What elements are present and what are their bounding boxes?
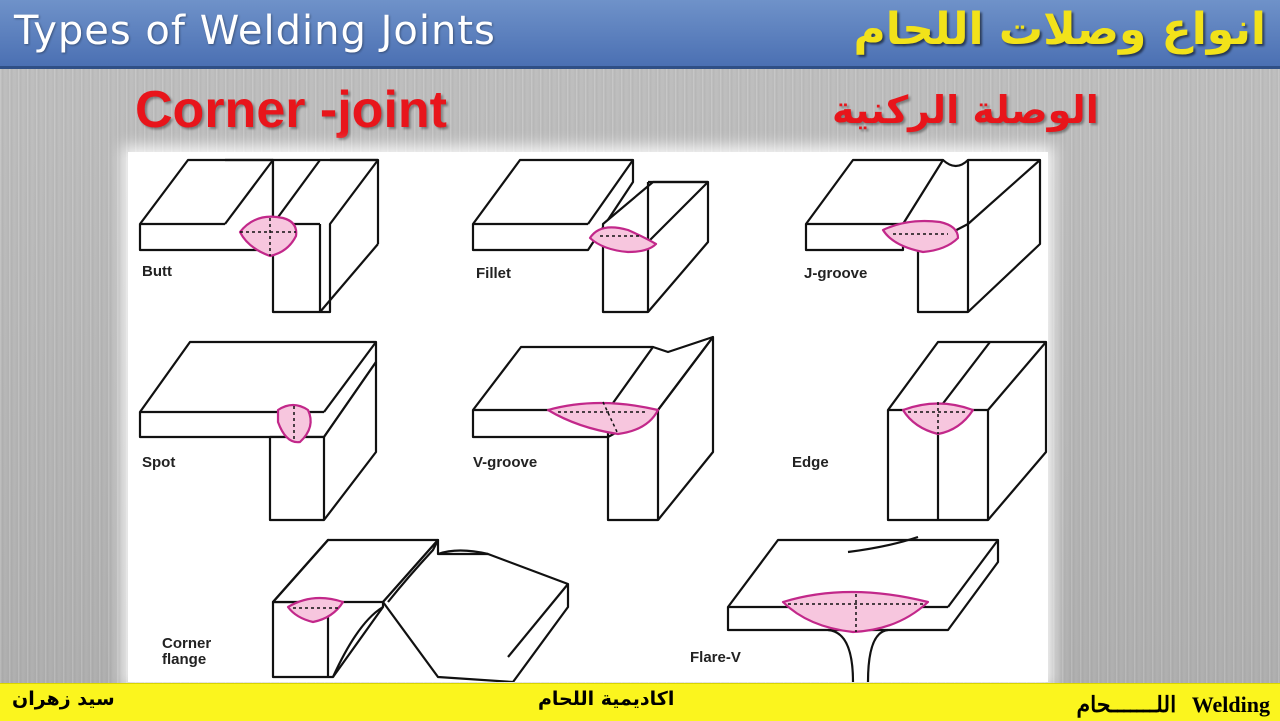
edge-joint-drawing [886, 340, 1048, 522]
joints-diagram-panel: Butt Fillet J-groove Spot V-groove Edge … [128, 152, 1048, 682]
joints-diagram [138, 158, 1048, 682]
subtitle-arabic: الوصلة الركنية [832, 88, 1099, 132]
title-bar: Types of Welding Joints انواع وصلات اللح… [0, 0, 1280, 69]
label-spot: Spot [142, 454, 176, 471]
v-groove-joint-drawing [471, 335, 715, 522]
label-v-groove: V-groove [473, 454, 538, 471]
footer-academy: اكاديمية اللحام [538, 688, 675, 710]
spot-joint-drawing [138, 340, 378, 522]
footer-welding: اللـــــــحام Welding [1076, 692, 1271, 717]
footer-bar: سيد زهران اكاديمية اللحام اللـــــــحام … [0, 683, 1280, 721]
flare-v-joint-drawing [726, 535, 1000, 682]
label-edge: Edge [792, 454, 829, 471]
footer-author: سيد زهران [12, 688, 115, 710]
label-fillet: Fillet [476, 265, 512, 282]
corner-flange-joint-drawing [271, 538, 570, 682]
label-j-groove: J-groove [804, 265, 868, 282]
fillet-joint-drawing [471, 158, 710, 314]
label-corner-flange: Corner flange [162, 635, 212, 668]
label-butt: Butt [142, 263, 172, 280]
label-flare-v: Flare-V [690, 649, 741, 666]
title-arabic: انواع وصلات اللحام [853, 4, 1267, 55]
subtitle-english: Corner -joint [135, 81, 447, 139]
j-groove-joint-drawing [804, 158, 1042, 314]
butt-joint-drawing [138, 158, 380, 314]
title-english: Types of Welding Joints [14, 8, 496, 54]
